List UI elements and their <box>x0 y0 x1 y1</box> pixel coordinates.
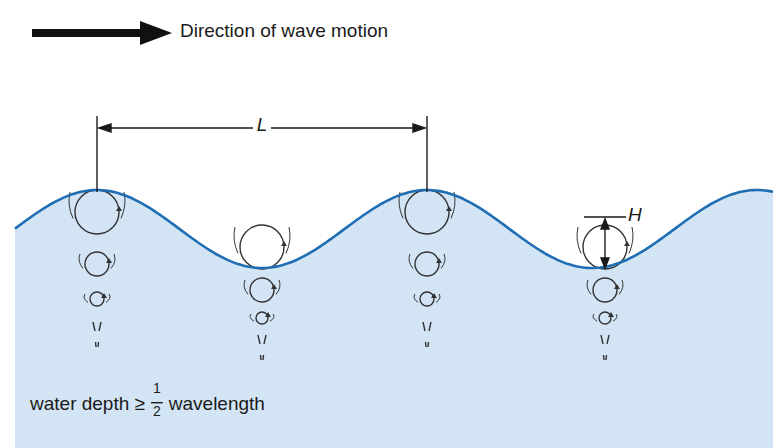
depth-note: water depth ≥ <box>30 393 145 415</box>
water-surface <box>15 190 773 268</box>
water-body <box>15 190 773 448</box>
depth-note-end: wavelength <box>169 393 265 415</box>
dimension-lines <box>97 116 626 268</box>
height-symbol: H <box>628 204 642 226</box>
fraction-denominator: 2 <box>153 403 161 419</box>
direction-label: Direction of wave motion <box>180 20 388 42</box>
wavelength-symbol: L <box>253 114 272 136</box>
fraction-numerator: 1 <box>153 380 161 396</box>
direction-arrow <box>32 21 172 45</box>
orbit-circles <box>69 190 633 360</box>
